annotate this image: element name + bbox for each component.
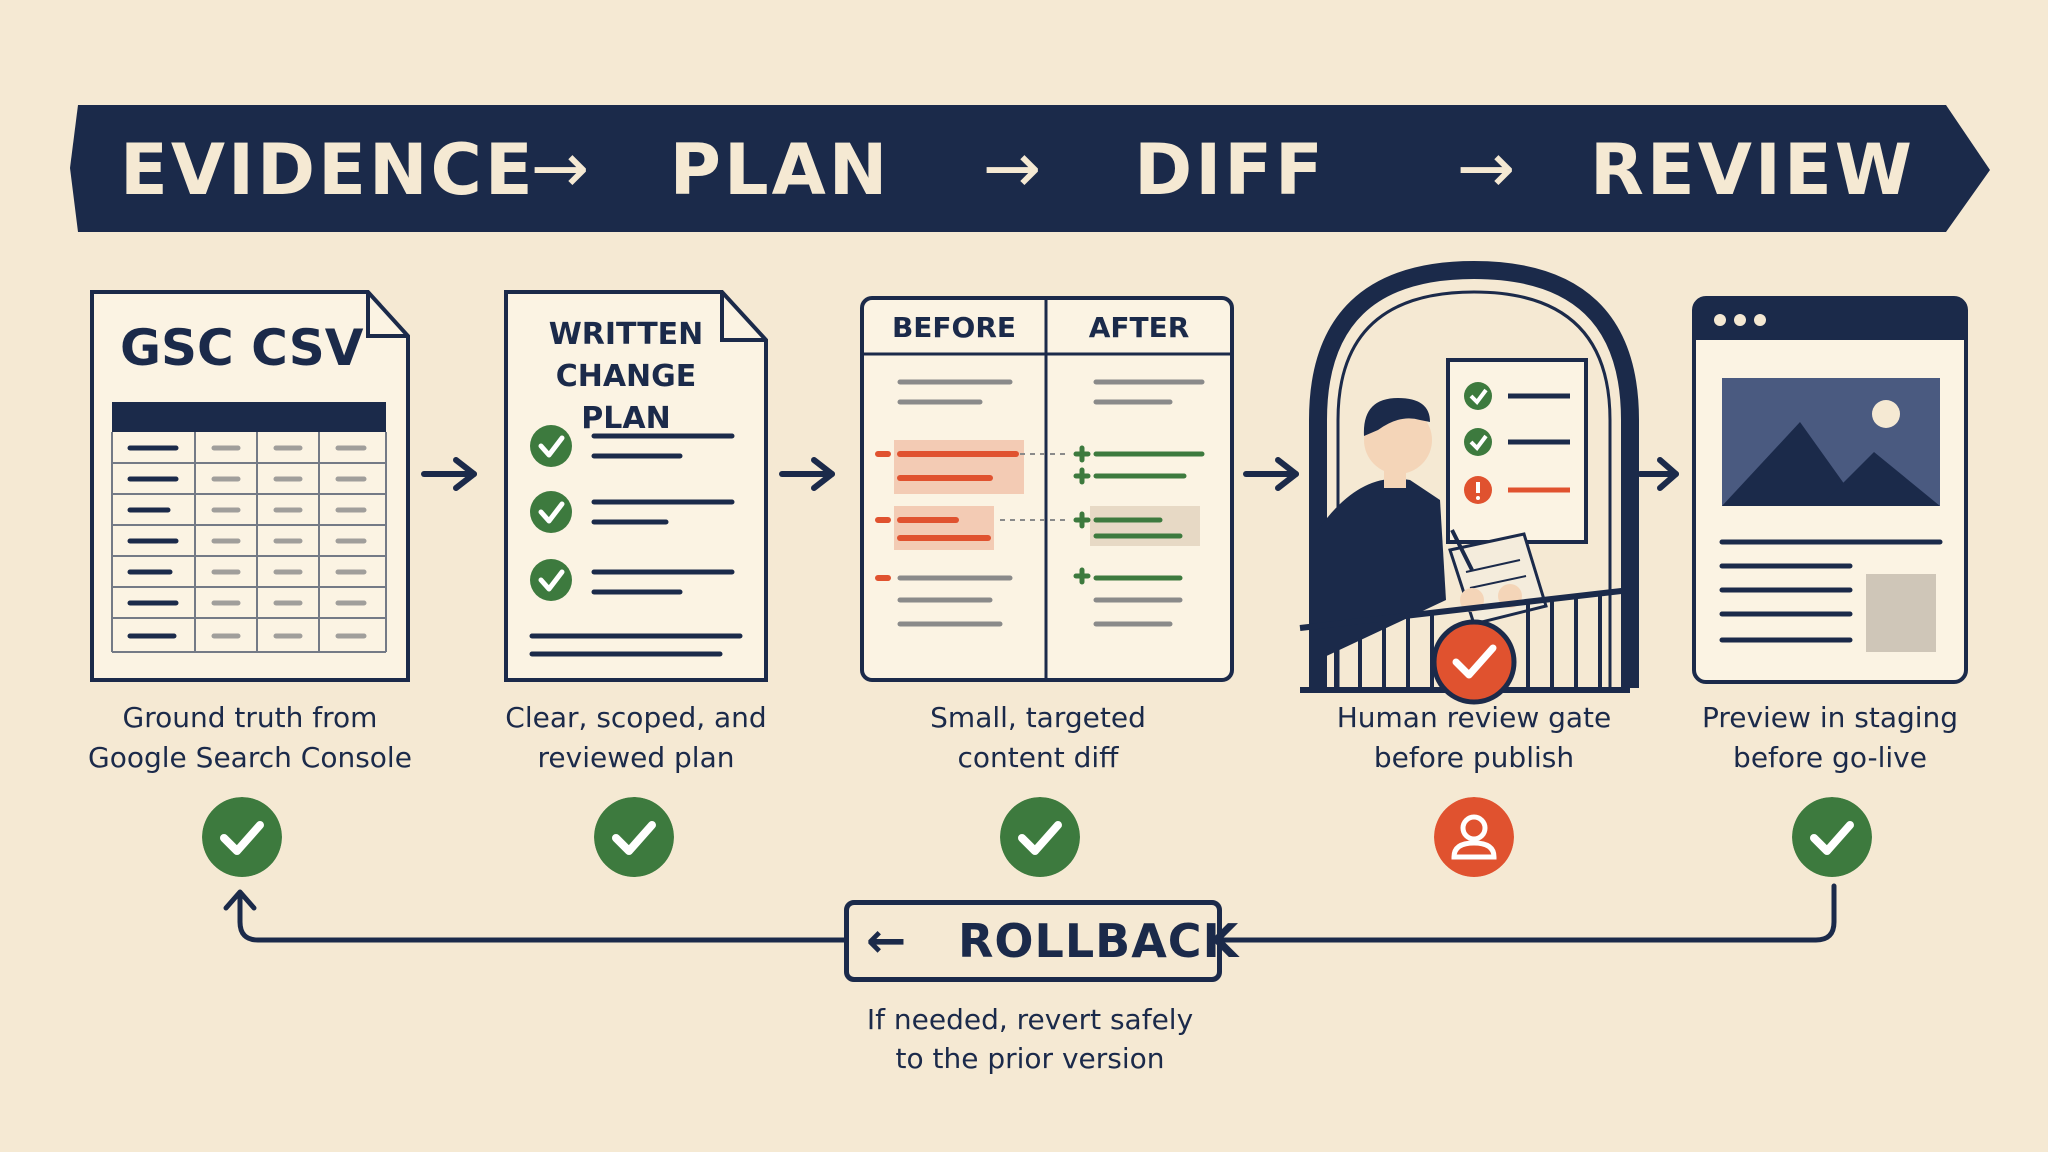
rollback-note-line: If needed, revert safely xyxy=(866,1003,1194,1036)
change-plan-document-icon xyxy=(504,290,768,682)
plan-title-line2: CHANGE PLAN xyxy=(555,359,697,436)
staging-preview-browser-icon xyxy=(1692,296,1968,684)
caption-evidence: Ground truth from Google Search Console xyxy=(70,698,430,778)
caption-staging: Preview in staging before go-live xyxy=(1650,698,2010,778)
caption-line: Clear, scoped, and xyxy=(505,701,767,734)
caption-plan: Clear, scoped, and reviewed plan xyxy=(456,698,816,778)
caption-line: Small, targeted xyxy=(930,701,1146,734)
rollback-note: If needed, revert safely to the prior ve… xyxy=(780,1000,1280,1078)
banner-arrow-icon: → xyxy=(530,127,590,209)
caption-diff: Small, targeted content diff xyxy=(858,698,1218,778)
rollback-label: ROLLBACK xyxy=(958,914,1240,968)
caption-line: reviewed plan xyxy=(537,741,735,774)
caption-review: Human review gate before publish xyxy=(1294,698,1654,778)
check-circle-icon xyxy=(594,797,674,877)
caption-line: Google Search Console xyxy=(88,741,412,774)
content-diff-icon xyxy=(860,296,1234,682)
rollback-button[interactable] xyxy=(844,900,1222,982)
check-circle-icon xyxy=(1792,797,1872,877)
diff-after-label: AFTER xyxy=(1088,311,1190,344)
banner-shape xyxy=(70,105,1990,232)
check-circle-icon xyxy=(202,797,282,877)
caption-line: content diff xyxy=(957,741,1119,774)
banner-step-evidence: EVIDENCE xyxy=(120,129,536,211)
banner-arrow-icon: → xyxy=(982,127,1042,209)
human-review-gate-icon xyxy=(1299,260,1639,705)
banner-step-diff: DIFF xyxy=(1134,129,1326,211)
gsc-csv-title: GSC CSV xyxy=(120,319,364,377)
banner-step-plan: PLAN xyxy=(669,129,891,211)
connector-arrows xyxy=(421,457,1679,491)
person-circle-icon xyxy=(1434,797,1514,877)
check-circle-icon xyxy=(1000,797,1080,877)
back-arrow-icon: ← xyxy=(866,913,907,969)
caption-line: Human review gate xyxy=(1336,701,1612,734)
caption-line: before go-live xyxy=(1733,741,1927,774)
caption-line: Ground truth from xyxy=(122,701,378,734)
banner-step-review: REVIEW xyxy=(1590,129,1915,211)
caption-line: before publish xyxy=(1373,741,1575,774)
rollback-loop-arrow xyxy=(223,883,1837,943)
gsc-csv-document-icon xyxy=(90,290,410,682)
plan-title-line1: WRITTEN xyxy=(548,317,704,352)
caption-line: Preview in staging xyxy=(1701,701,1959,734)
diff-before-label: BEFORE xyxy=(891,311,1017,344)
banner-arrow-icon: → xyxy=(1456,127,1516,209)
rollback-note-line: to the prior version xyxy=(895,1042,1165,1075)
